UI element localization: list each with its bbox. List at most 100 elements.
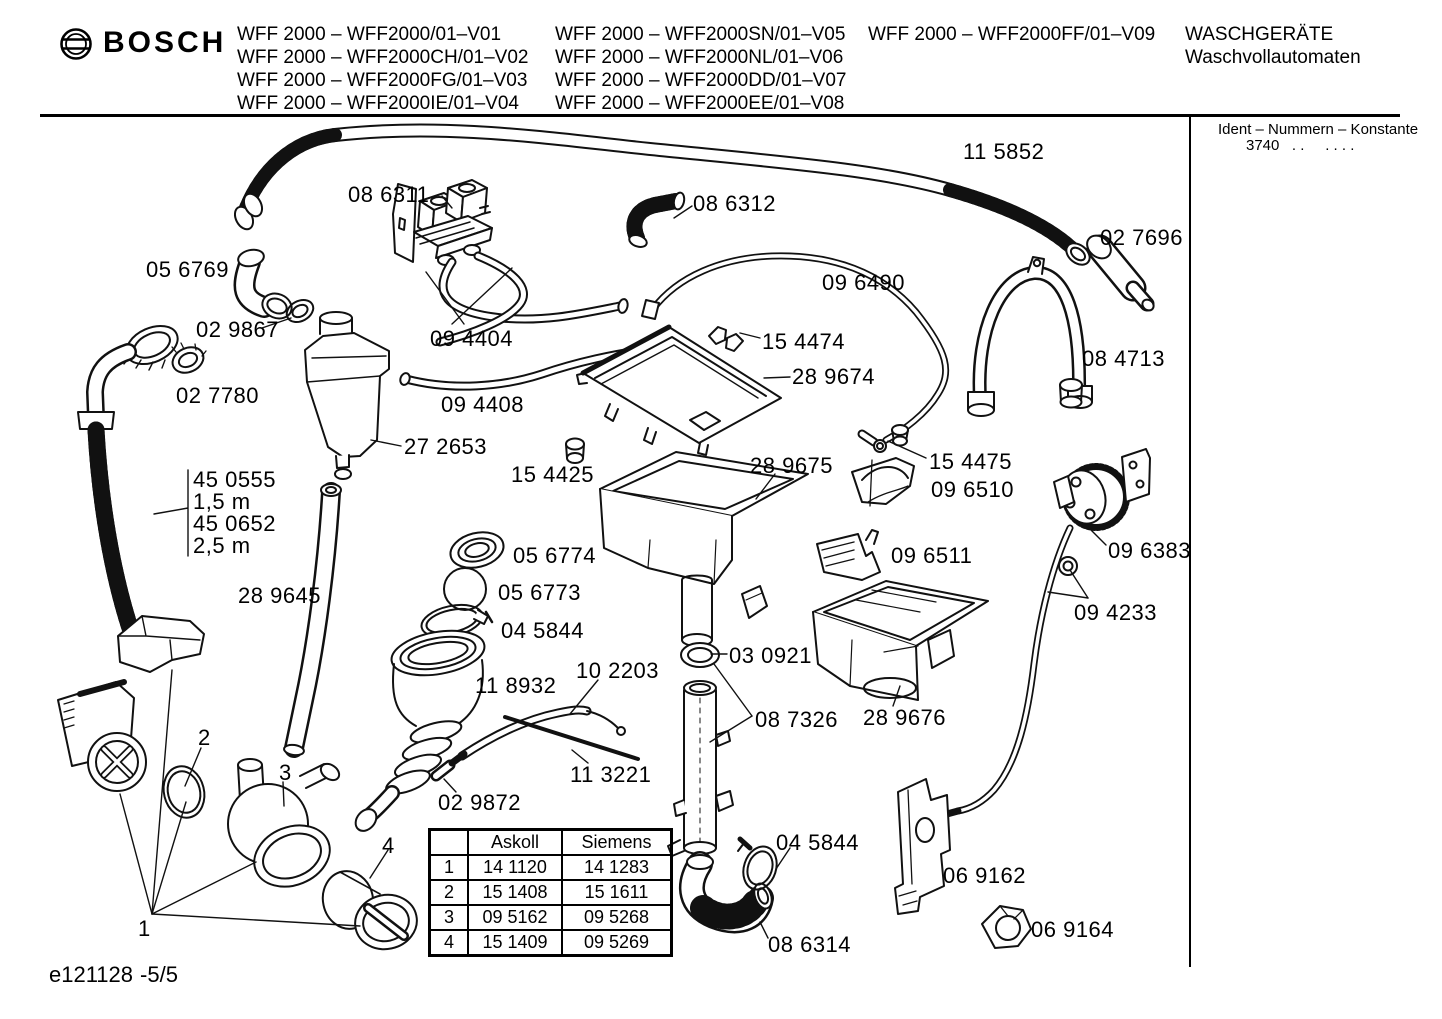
model-list-col3: WFF 2000 – WFF2000FF/01–V09: [868, 23, 1155, 46]
part-label-15-4475: 15 4475: [929, 449, 1013, 474]
table-row: 1 14 1120 14 1283: [428, 854, 673, 881]
ball-05-6773: [443, 567, 487, 611]
tie-11-3221: [503, 715, 640, 761]
tube-28-9645: [283, 482, 342, 758]
part-label-08-7326: 08 7326: [755, 707, 839, 732]
pump-reference-table: Askoll Siemens 1 14 1120 14 1283 2 15 14…: [428, 828, 673, 957]
pump-cover: [117, 615, 205, 673]
part-label-08-4713: 08 4713: [1082, 346, 1166, 371]
table-cell: 3: [428, 904, 469, 931]
part-06-9164: [981, 905, 1032, 949]
small-cylinder: [1059, 378, 1083, 409]
clip-15-4474: [708, 326, 744, 352]
table-cell: 14 1283: [561, 854, 673, 881]
ring-02-7780: [171, 342, 207, 374]
part-label-length-1-5m: 1,5 m: [193, 489, 251, 514]
part-label-28-9676: 28 9676: [863, 705, 947, 730]
doc-number: e121128: [49, 962, 134, 987]
elbow-05-6769: [233, 248, 293, 320]
callout-2: 2: [198, 725, 211, 750]
seal-05-6774: [449, 531, 505, 569]
model-line: WFF 2000 – WFF2000FG/01–V03: [237, 70, 528, 91]
model-line: WFF 2000 – WFF2000SN/01–V05: [555, 24, 846, 45]
part-label-08-6314: 08 6314: [768, 932, 852, 957]
part-label-05-6773: 05 6773: [498, 580, 582, 605]
part-label-04-5844-b: 04 5844: [776, 830, 860, 855]
cap-15-4425: [565, 437, 585, 464]
part-label-27-2653: 27 2653: [404, 434, 488, 459]
part-09-6511: [816, 529, 881, 581]
part-label-06-9162: 06 9162: [943, 863, 1027, 888]
callout-3: 3: [279, 760, 292, 785]
grommet-09-4233: [1058, 556, 1078, 576]
part-label-08-6312: 08 6312: [693, 191, 777, 216]
table-header-row: Askoll Siemens: [428, 828, 673, 856]
filter-cap-4: [321, 870, 418, 951]
model-line: WFF 2000 – WFF2000/01–V01: [237, 24, 502, 45]
model-line: WFF 2000 – WFF2000IE/01–V04: [237, 93, 519, 114]
part-label-45-0555: 45 0555: [193, 467, 277, 492]
part-label-02-7696: 02 7696: [1100, 225, 1184, 250]
part-label-02-9872: 02 9872: [438, 790, 522, 815]
table-cell: 15 1409: [467, 929, 563, 957]
part-label-15-4425: 15 4425: [511, 462, 595, 487]
table-cell: Askoll: [467, 828, 563, 856]
ident-value: 3740 . . . . . .: [1246, 137, 1355, 154]
hoses-09-4404: [425, 251, 629, 347]
part-label-10-2203: 10 2203: [576, 658, 660, 683]
table-row: 2 15 1408 15 1611: [428, 879, 673, 906]
part-label-11-8932: 11 8932: [475, 673, 557, 698]
part-label-05-6769: 05 6769: [146, 257, 230, 282]
elbow-08-6314: [679, 851, 774, 934]
pin-02-9872: [430, 759, 456, 782]
header-divider: [40, 114, 1400, 117]
part-label-length-2-5m: 2,5 m: [193, 533, 251, 558]
elbow-08-6312: [626, 191, 686, 248]
fitting-15-4475: [857, 424, 909, 453]
title-line2: Waschvollautomaten: [1185, 47, 1361, 68]
part-label-08-6311: 08 6311: [348, 182, 430, 207]
part-label-06-9164: 06 9164: [1031, 917, 1115, 942]
switch-09-6383: [1053, 463, 1130, 531]
clamp-04-5844-b: [737, 836, 778, 891]
table-cell: 1: [428, 854, 469, 881]
right-column-divider: [1189, 117, 1191, 967]
model-line: WFF 2000 – WFF2000NL/01–V06: [555, 47, 844, 68]
table-cell: 09 5162: [467, 904, 563, 931]
lid-28-9674: [576, 324, 782, 456]
part-label-11-3221: 11 3221: [570, 762, 652, 787]
table-cell: 2: [428, 879, 469, 906]
bracket-06-9162: [894, 778, 951, 915]
part-label-02-9867: 02 9867: [196, 317, 280, 342]
pump-housing-3: [227, 758, 341, 888]
part-label-09-4233: 09 4233: [1074, 600, 1158, 625]
part-label-09-6490: 09 6490: [822, 270, 906, 295]
table-cell: [428, 828, 469, 856]
table-row: 3 09 5162 09 5268: [428, 904, 673, 931]
model-line: WFF 2000 – WFF2000CH/01–V02: [237, 47, 529, 68]
part-label-11-5852: 11 5852: [963, 139, 1045, 164]
part-label-28-9674: 28 9674: [792, 364, 876, 389]
leader-lines: [153, 195, 1107, 939]
bracket-09-6383: [1121, 448, 1151, 503]
bosch-logo: [60, 28, 92, 60]
model-line: WFF 2000 – WFF2000DD/01–V07: [555, 70, 847, 91]
part-label-28-9645: 28 9645: [238, 583, 322, 608]
hook-08-4713: [967, 256, 1093, 417]
model-list-col2: WFF 2000 – WFF2000SN/01–V05 WFF 2000 – W…: [555, 23, 846, 115]
table-cell: 09 5268: [561, 904, 673, 931]
page-number: -5/5: [140, 962, 178, 987]
o-ring-2: [162, 765, 206, 819]
hose-10-2203: [448, 705, 626, 767]
ring-02-9867: [285, 298, 315, 324]
model-line: WFF 2000 – WFF2000FF/01–V09: [868, 24, 1156, 45]
ident-heading: Ident – Nummern – Konstante: [1218, 121, 1419, 138]
part-label-05-6774: 05 6774: [513, 543, 597, 568]
table-cell: 15 1611: [561, 879, 673, 906]
valve-08-6311: [392, 179, 493, 266]
part-label-45-0652: 45 0652: [193, 511, 277, 536]
table-cell: 15 1408: [467, 879, 563, 906]
hose-09-6490: [641, 252, 950, 444]
document-id: e121128-5/5: [49, 962, 178, 988]
